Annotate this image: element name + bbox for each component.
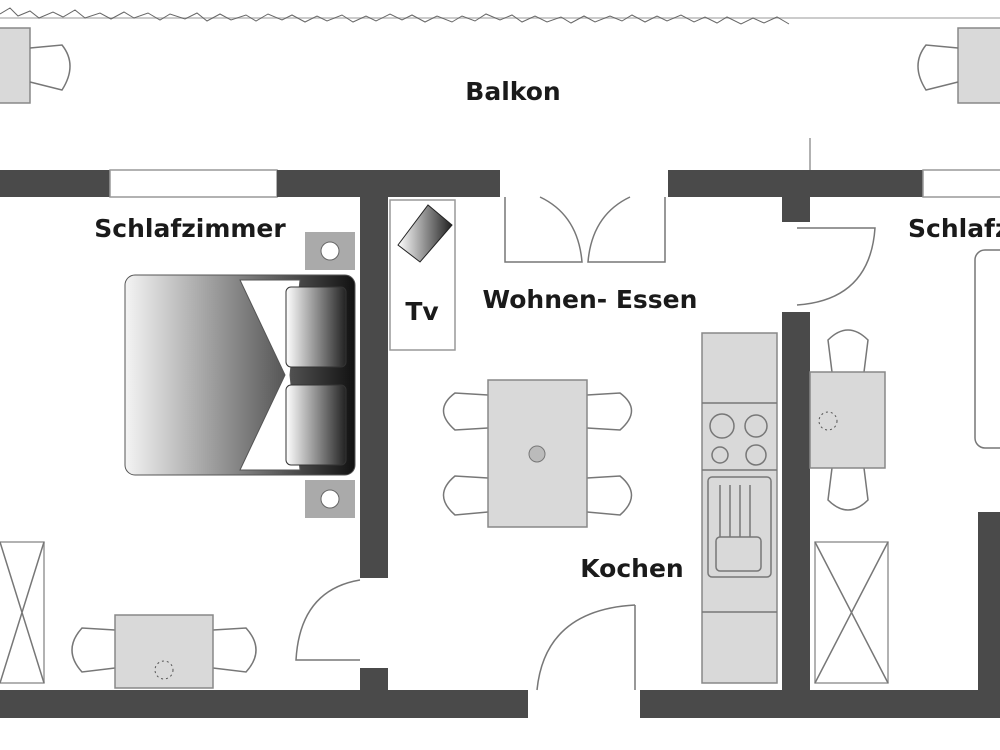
bed-right <box>974 249 1000 449</box>
balcony-plants <box>0 7 1000 25</box>
double-bed <box>124 274 356 476</box>
sink-icon <box>707 476 772 578</box>
room-label-bedroom-right: Schlafzimmer <box>908 214 1000 243</box>
tv-label: Tv <box>405 297 438 326</box>
window-right <box>922 169 1000 198</box>
nightstand-lamp-bottom <box>305 480 355 518</box>
window-left <box>109 169 278 198</box>
walls <box>0 138 1000 718</box>
balcony-table-right <box>917 27 1000 104</box>
balcony-table-left <box>0 27 71 104</box>
room-label-bedroom-left: Schlafzimmer <box>94 214 286 243</box>
doors <box>295 196 876 691</box>
room-label-kitchen: Kochen <box>580 554 683 583</box>
wardrobe-left <box>0 541 45 684</box>
stove-icon <box>709 413 768 466</box>
desk-left <box>71 614 257 689</box>
dining-table <box>442 379 633 528</box>
wardrobe-right <box>814 541 889 684</box>
small-table-right <box>809 329 886 511</box>
kitchen-counter <box>701 332 778 684</box>
tv-unit: Tv <box>389 199 456 351</box>
room-label-living-dining: Wohnen- Essen <box>483 285 698 314</box>
nightstand-lamp-top <box>305 232 355 270</box>
room-label-balcony: Balkon <box>465 77 560 106</box>
